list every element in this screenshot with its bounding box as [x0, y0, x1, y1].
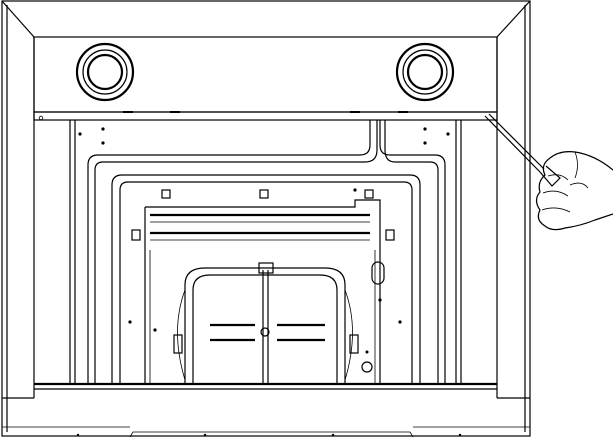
- blower-rail: [131, 189, 395, 384]
- blower-motor: [173, 262, 373, 384]
- bottom-lip: [34, 382, 497, 390]
- outer-housing: [1, 0, 531, 438]
- control-panel: [33, 36, 498, 121]
- hand-icon: [535, 151, 613, 231]
- left-knob: [75, 42, 135, 102]
- interior-cavity: [69, 120, 462, 384]
- right-knob: [395, 42, 455, 102]
- screwdriver-icon: [484, 113, 561, 187]
